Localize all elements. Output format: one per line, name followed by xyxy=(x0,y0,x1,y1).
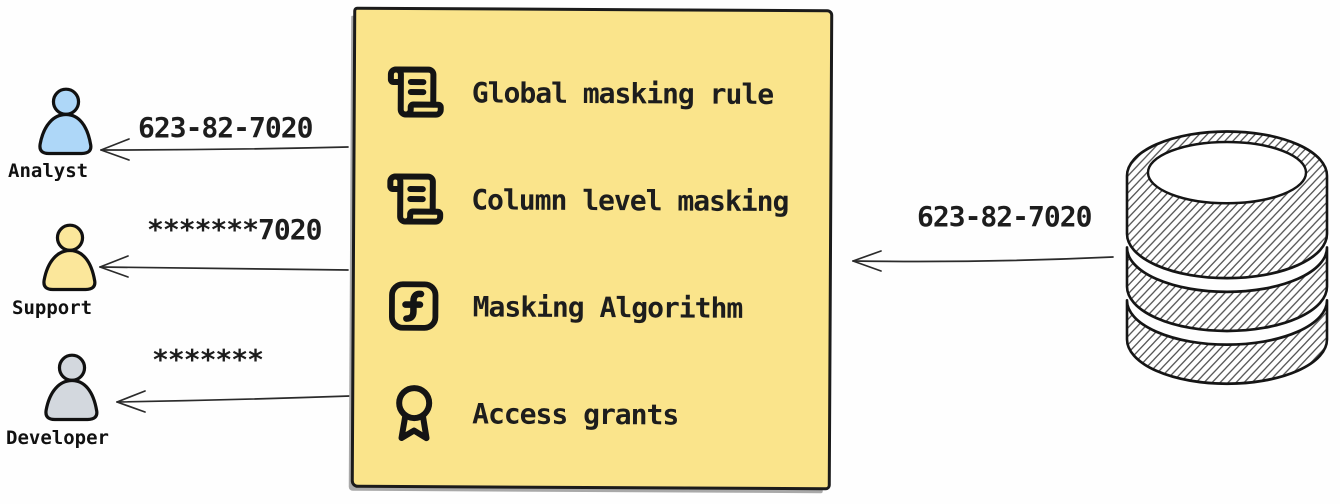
person-icon xyxy=(38,87,93,156)
database-icon xyxy=(1125,130,1329,386)
award-icon xyxy=(396,385,433,442)
person-head xyxy=(55,223,85,252)
person-icon xyxy=(44,353,99,422)
masked-value-support: *******7020 xyxy=(147,213,322,246)
arrow-to-developer xyxy=(116,390,351,413)
scroll-text-icon xyxy=(387,66,444,118)
person-head xyxy=(51,87,81,116)
masking-item-label: Column level masking xyxy=(471,182,789,218)
masked-value-analyst: 623-82-7020 xyxy=(138,111,313,144)
arrow-from-database xyxy=(852,250,1114,272)
arrow-to-analyst xyxy=(100,138,349,161)
database-bottom-segment xyxy=(1125,298,1329,386)
masking-box-item: Column level masking xyxy=(385,169,829,231)
person-icon xyxy=(42,223,97,292)
database-top-opening xyxy=(1146,140,1308,205)
scroll-text-icon xyxy=(387,173,444,225)
persona-label-support: Support xyxy=(12,297,93,319)
masking-box-item: Global masking rule xyxy=(386,62,830,124)
function-square-icon xyxy=(388,281,439,331)
person-head xyxy=(57,353,87,382)
masking-item-label: Access grants xyxy=(472,396,679,431)
person-body xyxy=(38,112,93,156)
masking-box-item: Masking Algorithm xyxy=(385,276,829,338)
masking-box: Global masking rule Column level masking… xyxy=(350,6,834,491)
persona-label-developer: Developer xyxy=(6,427,109,449)
arrow-to-support xyxy=(99,255,349,278)
persona-label-analyst: Analyst xyxy=(8,160,89,182)
masking-item-label: Global masking rule xyxy=(471,75,774,111)
masked-value-developer: ******* xyxy=(152,343,264,376)
database-middle-segment xyxy=(1125,246,1329,333)
masking-box-item: Access grants xyxy=(384,383,828,445)
masking-item-label: Masking Algorithm xyxy=(472,289,743,325)
person-body xyxy=(44,378,99,422)
source-value-database: 623-82-7020 xyxy=(917,200,1092,233)
person-body xyxy=(42,248,97,292)
